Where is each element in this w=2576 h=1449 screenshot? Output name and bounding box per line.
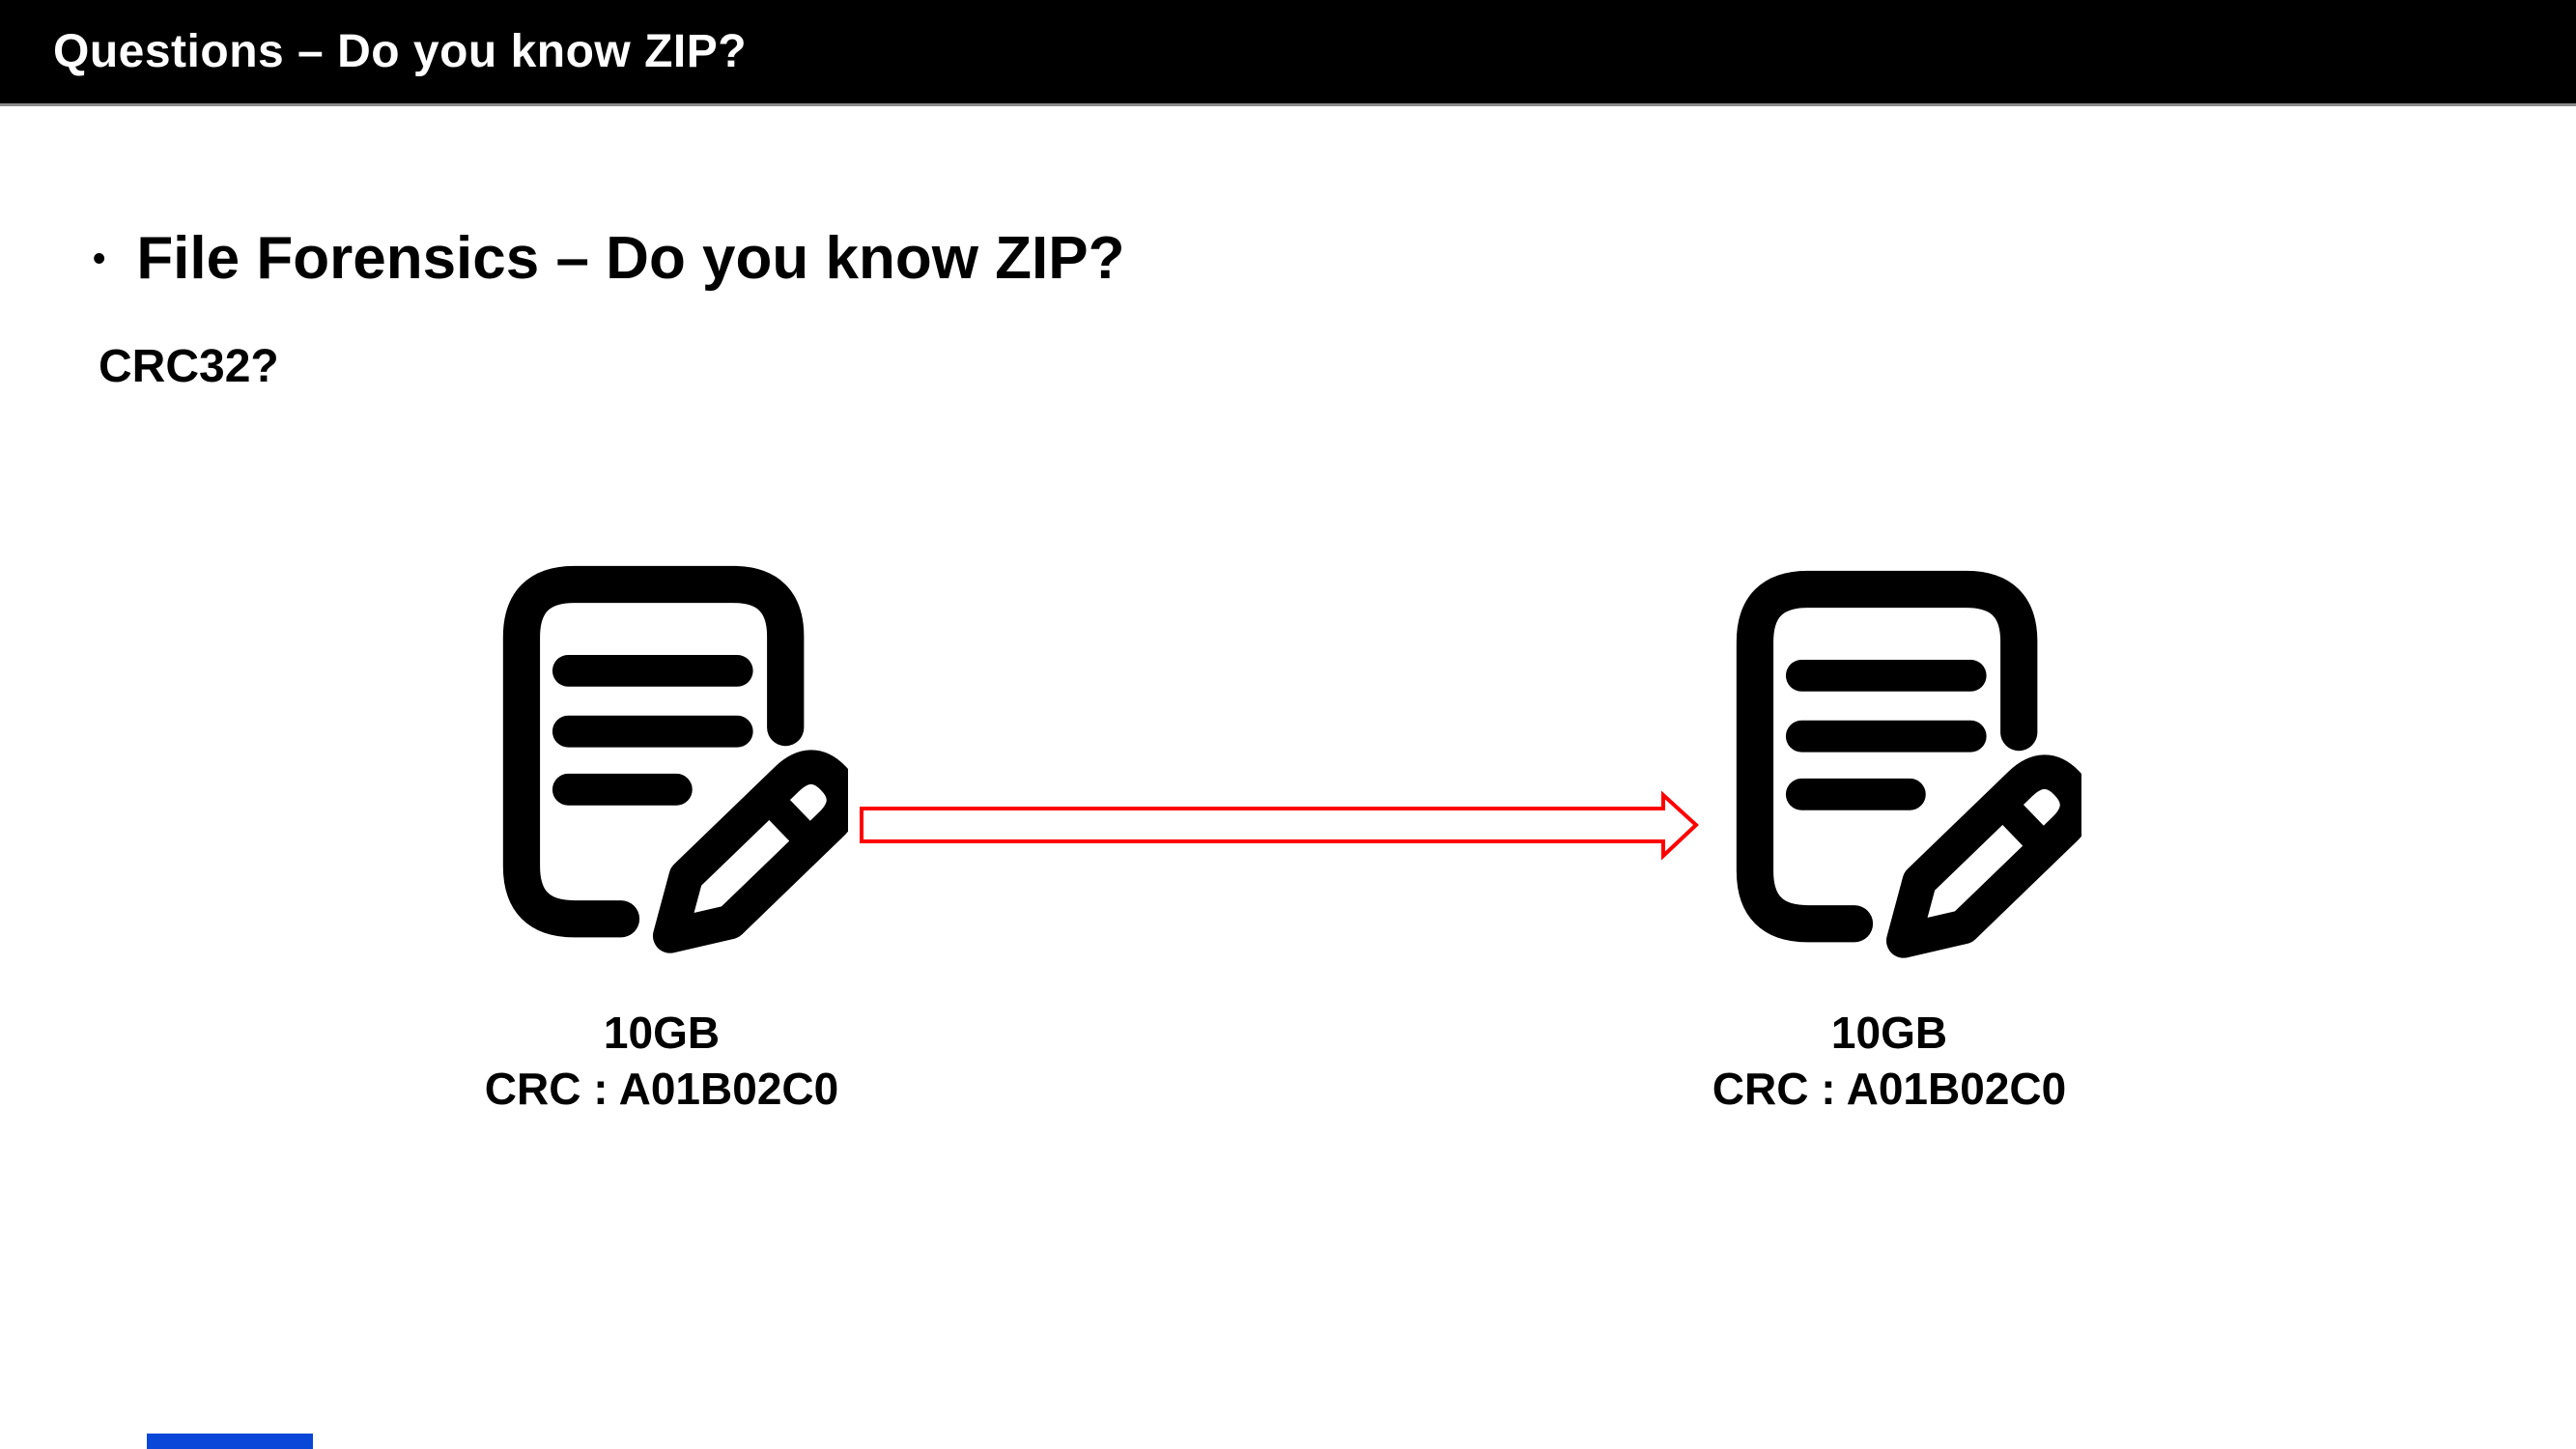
heading-row: • File Forensics – Do you know ZIP? [93, 224, 1125, 293]
file-size-label: 10GB [1830, 1008, 1948, 1058]
right-file-label: 10GB CRC : A01B02C0 [1628, 1005, 2150, 1117]
document-edit-icon [502, 565, 848, 953]
slide-header-bar: Questions – Do you know ZIP? [0, 0, 2576, 106]
accent-bar [147, 1434, 313, 1449]
bullet-marker: • [93, 238, 106, 279]
subheading-crc32: CRC32? [99, 341, 279, 392]
file-crc-label: CRC : A01B02C0 [484, 1064, 839, 1114]
file-size-label: 10GB [603, 1008, 721, 1058]
left-file-label: 10GB CRC : A01B02C0 [401, 1005, 922, 1117]
document-edit-icon [1736, 570, 2081, 958]
right-arrow-icon [860, 790, 1699, 861]
page-title: File Forensics – Do you know ZIP? [136, 225, 1125, 292]
file-crc-label: CRC : A01B02C0 [1712, 1064, 2067, 1114]
slide-header-title: Questions – Do you know ZIP? [53, 26, 748, 77]
